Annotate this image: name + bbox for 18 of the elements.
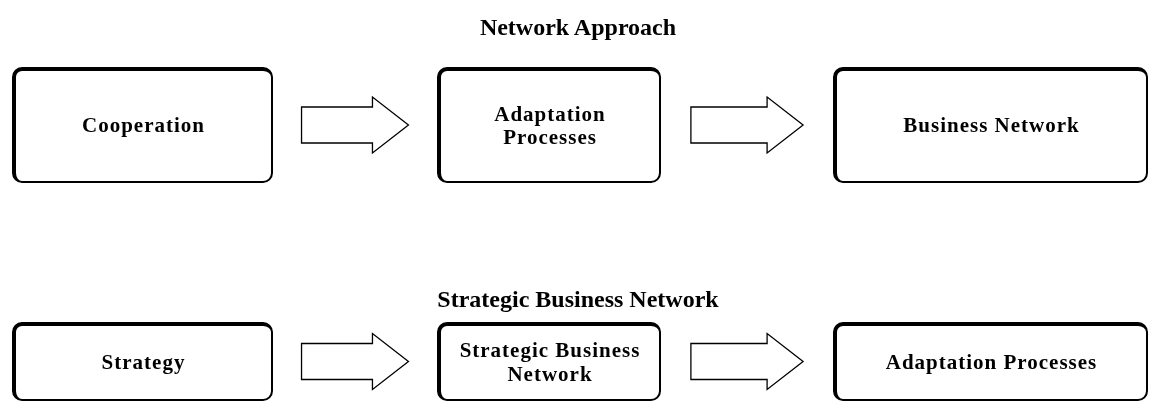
box-label: Cooperation: [81, 114, 206, 138]
box-label: Strategy: [100, 350, 187, 375]
process-box: [833, 67, 1148, 183]
block-arrow: [690, 95, 805, 155]
box-label: Adaptation Processes: [493, 102, 607, 150]
process-box: [437, 67, 661, 183]
block-arrow: [300, 95, 410, 155]
box-label: Business Network: [902, 114, 1081, 138]
box-label: Strategic Business Network: [458, 339, 642, 386]
box-label: Adaptation Processes: [884, 350, 1099, 375]
process-box: [12, 67, 273, 183]
process-box: [833, 322, 1148, 401]
process-box: [437, 322, 661, 401]
section-heading: Strategic Business Network: [437, 286, 719, 313]
process-box: [12, 322, 273, 401]
block-arrow: [690, 332, 805, 391]
section-heading: Network Approach: [479, 14, 677, 41]
block-arrow: [300, 332, 410, 391]
